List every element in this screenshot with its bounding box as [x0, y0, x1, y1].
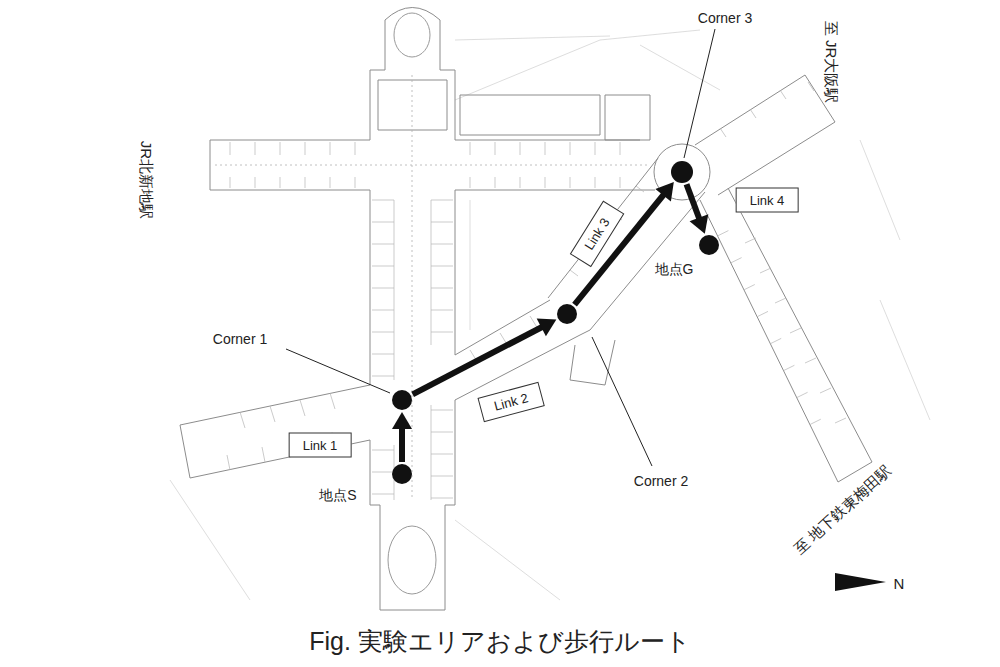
link-box: Link 4 — [736, 188, 799, 213]
point-label: 地点G — [655, 261, 694, 279]
point-label: Corner 1 — [213, 331, 267, 347]
leader-line — [286, 29, 715, 466]
map-label: 至 JR大阪駅 — [821, 21, 840, 104]
point-label: Corner 2 — [634, 473, 688, 489]
arrow-shaft — [687, 184, 700, 219]
arrow-head — [655, 182, 673, 202]
link-name: Link 2 — [492, 390, 529, 413]
route-arrow — [575, 182, 674, 305]
map-label: N — [894, 575, 905, 592]
arrow-head — [392, 412, 412, 429]
point-label: Corner 3 — [698, 10, 752, 26]
link-box: Link 2 — [477, 382, 544, 422]
shop-partitions — [227, 82, 846, 500]
route-point: Corner 3 — [671, 161, 693, 183]
corridor-walls — [180, 8, 872, 611]
map-label: JR北新地駅 — [136, 141, 155, 219]
arrow-head — [690, 214, 709, 233]
map-label: 至 地下鉄東梅田駅 — [791, 461, 896, 558]
arrow-shaft — [413, 326, 543, 394]
arrow-shaft — [399, 427, 405, 462]
north-arrow — [835, 573, 886, 591]
link-name: Link 3 — [581, 215, 612, 252]
point-label: 地点S — [319, 487, 356, 505]
route-point: Corner 1 — [392, 390, 412, 410]
plaza-fountain — [388, 526, 436, 594]
link-box: Link 3 — [570, 201, 624, 267]
arrow-head — [537, 319, 557, 337]
route-point: 地点S — [392, 464, 412, 484]
figure-caption: Fig. 実験エリアおよび歩行ルート — [309, 625, 691, 658]
plaza-fountain — [394, 13, 430, 57]
link-box: Link 1 — [289, 433, 352, 458]
route-arrow — [687, 184, 709, 234]
route-point: Corner 2 — [557, 304, 577, 324]
lot-boundary — [170, 30, 930, 600]
route-point: 地点G — [699, 235, 719, 255]
route-arrow — [392, 412, 412, 462]
link-name: Link 1 — [303, 438, 338, 453]
link-name: Link 4 — [750, 193, 785, 208]
